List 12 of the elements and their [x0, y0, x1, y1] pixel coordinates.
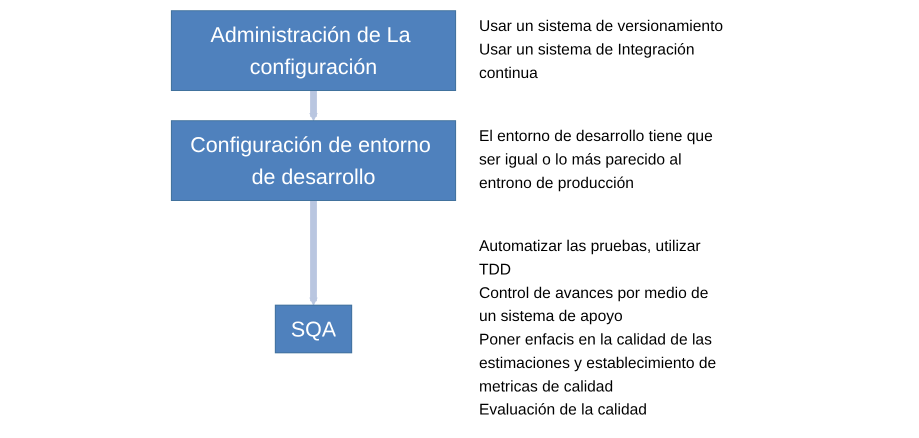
node-label: Control de avances por medio de un sistema de apoyo: [478, 285, 708, 326]
node-label: Usar un sistema de Integración continua: [478, 42, 695, 82]
node-label: Poner enfacis en la calidad de las estimaciones y establecimiento de metricas de calidad: [478, 332, 716, 396]
node-label: El entorno de desarrollo tiene que ser igual o lo más parecido al entrono de producción: [478, 128, 713, 192]
arrow: [309, 90, 318, 122]
node-box: SQA: [274, 304, 352, 354]
node-label: Automatizar las pruebas, utilizar TDD: [478, 238, 701, 278]
node-box: Administración de La configuración: [170, 10, 456, 91]
node-label: Evaluación de la calidad: [478, 402, 647, 419]
node-label: Usar un sistema de versionamiento: [478, 18, 724, 36]
node-box: Configuración de entorno de desarrollo: [170, 120, 456, 201]
arrow: [309, 200, 318, 306]
